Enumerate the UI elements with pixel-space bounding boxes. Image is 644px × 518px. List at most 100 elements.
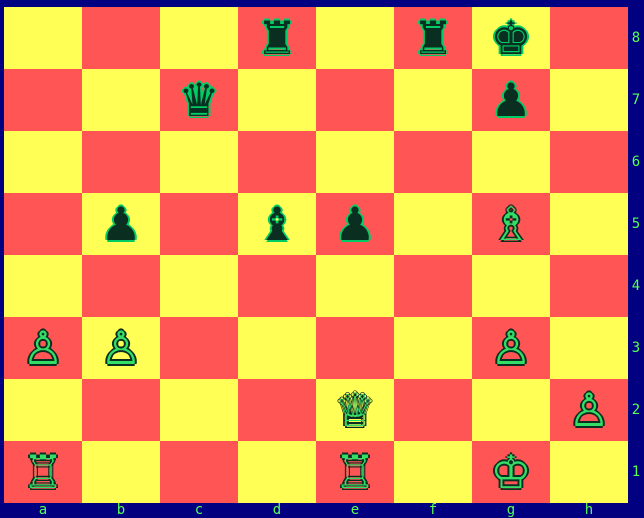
square-e2[interactable]: ♕	[316, 379, 394, 441]
square-h3[interactable]	[550, 317, 628, 379]
square-h1[interactable]	[550, 441, 628, 503]
file-label: e	[316, 503, 394, 518]
black-pawn-icon[interactable]: ♟	[490, 77, 531, 123]
square-g3[interactable]: ♙	[472, 317, 550, 379]
white-rook-icon[interactable]: ♖	[22, 449, 63, 495]
square-e7[interactable]	[316, 69, 394, 131]
square-c1[interactable]	[160, 441, 238, 503]
white-pawn-icon[interactable]: ♙	[100, 325, 141, 371]
rank-label: 3	[628, 317, 644, 379]
file-label: c	[160, 503, 238, 518]
square-c5[interactable]	[160, 193, 238, 255]
square-b3[interactable]: ♙	[82, 317, 160, 379]
square-e8[interactable]	[316, 7, 394, 69]
square-d7[interactable]	[238, 69, 316, 131]
square-c3[interactable]	[160, 317, 238, 379]
square-c6[interactable]	[160, 131, 238, 193]
white-rook-icon[interactable]: ♖	[334, 449, 375, 495]
black-queen-icon[interactable]: ♛	[178, 77, 219, 123]
square-d8[interactable]: ♜	[238, 7, 316, 69]
square-g1[interactable]: ♔	[472, 441, 550, 503]
square-h2[interactable]: ♙	[550, 379, 628, 441]
square-a2[interactable]	[4, 379, 82, 441]
white-pawn-icon[interactable]: ♙	[22, 325, 63, 371]
square-d4[interactable]	[238, 255, 316, 317]
square-f1[interactable]	[394, 441, 472, 503]
rank-label: 4	[628, 255, 644, 317]
square-d1[interactable]	[238, 441, 316, 503]
square-f8[interactable]: ♜	[394, 7, 472, 69]
square-h5[interactable]	[550, 193, 628, 255]
square-e5[interactable]: ♟	[316, 193, 394, 255]
square-c2[interactable]	[160, 379, 238, 441]
file-label: f	[394, 503, 472, 518]
square-e1[interactable]: ♖	[316, 441, 394, 503]
square-a1[interactable]: ♖	[4, 441, 82, 503]
file-label: g	[472, 503, 550, 518]
square-b5[interactable]: ♟	[82, 193, 160, 255]
square-g8[interactable]: ♚	[472, 7, 550, 69]
black-rook-icon[interactable]: ♜	[412, 15, 453, 61]
square-f2[interactable]	[394, 379, 472, 441]
square-a3[interactable]: ♙	[4, 317, 82, 379]
file-label: d	[238, 503, 316, 518]
square-e3[interactable]	[316, 317, 394, 379]
black-pawn-icon[interactable]: ♟	[334, 201, 375, 247]
square-b2[interactable]	[82, 379, 160, 441]
white-pawn-icon[interactable]: ♙	[568, 387, 609, 433]
square-f6[interactable]	[394, 131, 472, 193]
square-a8[interactable]	[4, 7, 82, 69]
square-d3[interactable]	[238, 317, 316, 379]
square-h6[interactable]	[550, 131, 628, 193]
square-g6[interactable]	[472, 131, 550, 193]
white-bishop-icon[interactable]: ♗	[490, 201, 531, 247]
file-label: a	[4, 503, 82, 518]
square-c8[interactable]	[160, 7, 238, 69]
square-f7[interactable]	[394, 69, 472, 131]
file-label: b	[82, 503, 160, 518]
square-e6[interactable]	[316, 131, 394, 193]
square-g5[interactable]: ♗	[472, 193, 550, 255]
black-rook-icon[interactable]: ♜	[256, 15, 297, 61]
square-h4[interactable]	[550, 255, 628, 317]
square-d2[interactable]	[238, 379, 316, 441]
rank-label: 6	[628, 131, 644, 193]
rank-label: 8	[628, 7, 644, 69]
square-a6[interactable]	[4, 131, 82, 193]
rank-label: 1	[628, 441, 644, 503]
square-b7[interactable]	[82, 69, 160, 131]
square-h7[interactable]	[550, 69, 628, 131]
square-a4[interactable]	[4, 255, 82, 317]
square-d6[interactable]	[238, 131, 316, 193]
square-f4[interactable]	[394, 255, 472, 317]
square-b6[interactable]	[82, 131, 160, 193]
square-c4[interactable]	[160, 255, 238, 317]
black-pawn-icon[interactable]: ♟	[100, 201, 141, 247]
square-c7[interactable]: ♛	[160, 69, 238, 131]
white-king-icon[interactable]: ♔	[490, 449, 531, 495]
square-f5[interactable]	[394, 193, 472, 255]
square-e4[interactable]	[316, 255, 394, 317]
chess-board: ♜ ♜ ♚ ♛ ♟ ♟ ♝ ♟ ♗ ♙ ♙ ♙ ♕ ♙ ♖ ♖ ♔	[4, 7, 628, 503]
square-g2[interactable]	[472, 379, 550, 441]
square-g7[interactable]: ♟	[472, 69, 550, 131]
square-b1[interactable]	[82, 441, 160, 503]
white-pawn-icon[interactable]: ♙	[490, 325, 531, 371]
file-label: h	[550, 503, 628, 518]
white-queen-icon[interactable]: ♕	[334, 387, 375, 433]
black-bishop-icon[interactable]: ♝	[256, 201, 297, 247]
square-a7[interactable]	[4, 69, 82, 131]
square-f3[interactable]	[394, 317, 472, 379]
rank-label: 5	[628, 193, 644, 255]
rank-label: 7	[628, 69, 644, 131]
square-d5[interactable]: ♝	[238, 193, 316, 255]
square-g4[interactable]	[472, 255, 550, 317]
square-b8[interactable]	[82, 7, 160, 69]
square-a5[interactable]	[4, 193, 82, 255]
square-b4[interactable]	[82, 255, 160, 317]
square-h8[interactable]	[550, 7, 628, 69]
black-king-icon[interactable]: ♚	[490, 15, 531, 61]
